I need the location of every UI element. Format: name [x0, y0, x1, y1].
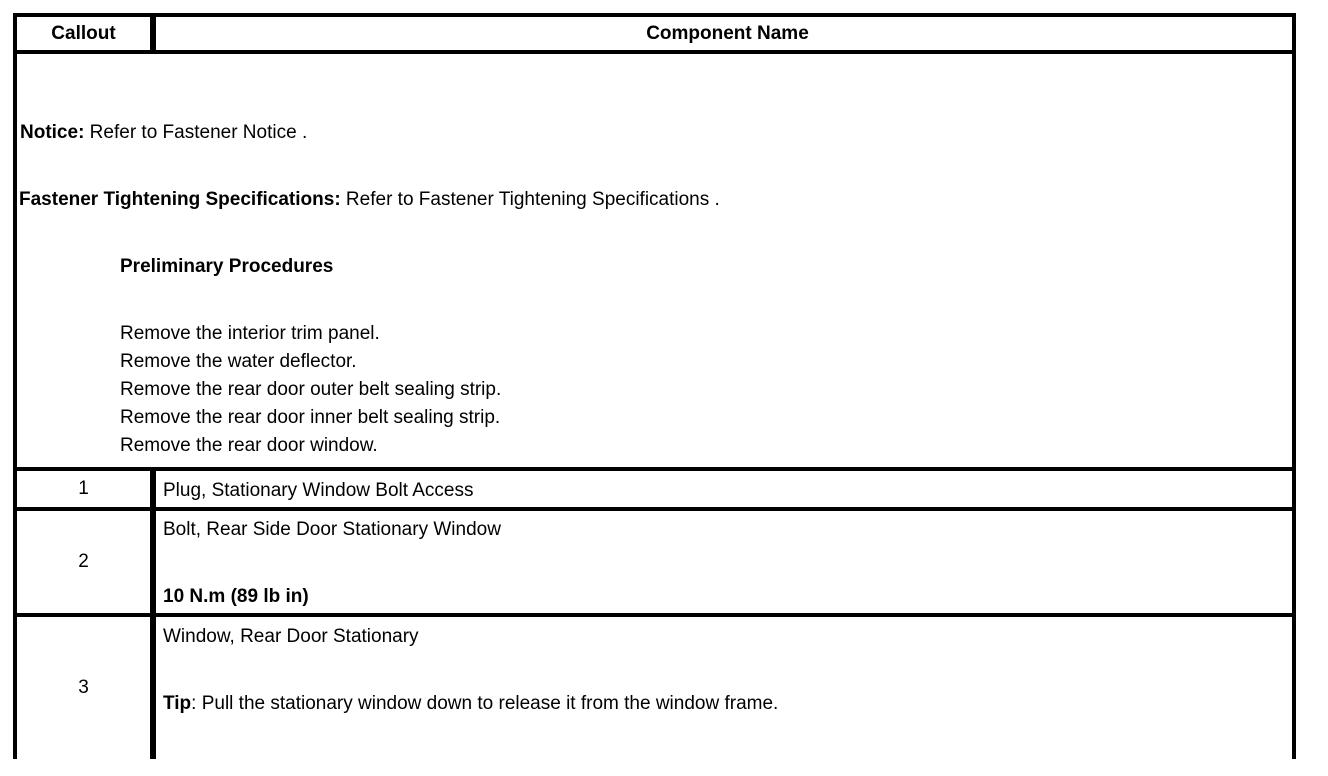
column-divider: [150, 511, 156, 613]
tip-line: Tip: Pull the stationary window down to …: [163, 693, 778, 715]
component-callout-table: Callout Component Name Notice: Refer to …: [13, 13, 1296, 759]
component-title: Window, Rear Door Stationary: [163, 626, 419, 647]
table-row: 3 Window, Rear Door Stationary Tip: Pull…: [17, 613, 1292, 759]
component-detail-cell: Plug, Stationary Window Bolt Access: [156, 471, 1292, 507]
fastener-notice-line: Notice: Refer to Fastener Notice .: [20, 123, 307, 142]
callout-number: 2: [78, 551, 89, 572]
column-divider: [150, 17, 156, 50]
preliminary-procedures-heading: Preliminary Procedures: [120, 256, 334, 277]
header-component-name: Component Name: [646, 22, 809, 44]
notice-row: Notice: Refer to Fastener Notice . Faste…: [17, 50, 1292, 467]
callout-number: 3: [78, 677, 89, 698]
notice-text: Refer to Fastener Notice .: [84, 122, 308, 143]
fastener-spec-label: Fastener Tightening Specifications:: [19, 189, 341, 210]
preliminary-step: Remove the rear door window.: [120, 435, 378, 456]
table-row: 2 Bolt, Rear Side Door Stationary Window…: [17, 507, 1292, 613]
preliminary-step: Remove the water deflector.: [120, 351, 357, 372]
component-title: Bolt, Rear Side Door Stationary Window: [163, 519, 501, 540]
component-title: Plug, Stationary Window Bolt Access: [163, 480, 474, 501]
column-divider: [150, 617, 156, 759]
table-row: 1 Plug, Stationary Window Bolt Access: [17, 467, 1292, 507]
tip-text: : Pull the stationary window down to rel…: [191, 693, 779, 714]
callout-number: 1: [78, 478, 89, 499]
component-detail-cell: Bolt, Rear Side Door Stationary Window 1…: [156, 511, 1292, 613]
header-callout: Callout: [51, 22, 116, 44]
torque-specification: 10 N.m (89 lb in): [163, 586, 309, 607]
tip-label: Tip: [163, 693, 192, 714]
fastener-tightening-line: Fastener Tightening Specifications: Refe…: [19, 190, 720, 209]
fastener-spec-text: Refer to Fastener Tightening Specificati…: [340, 189, 720, 210]
preliminary-step: Remove the rear door outer belt sealing …: [120, 379, 502, 400]
preliminary-step: Remove the rear door inner belt sealing …: [120, 407, 501, 428]
notice-label: Notice:: [20, 122, 85, 143]
table-header-row: Callout Component Name: [17, 17, 1292, 50]
preliminary-step: Remove the interior trim panel.: [120, 323, 380, 344]
notice-body: Notice: Refer to Fastener Notice . Faste…: [17, 54, 1292, 467]
column-divider: [150, 471, 156, 507]
component-detail-cell: Window, Rear Door Stationary Tip: Pull t…: [156, 617, 1292, 759]
